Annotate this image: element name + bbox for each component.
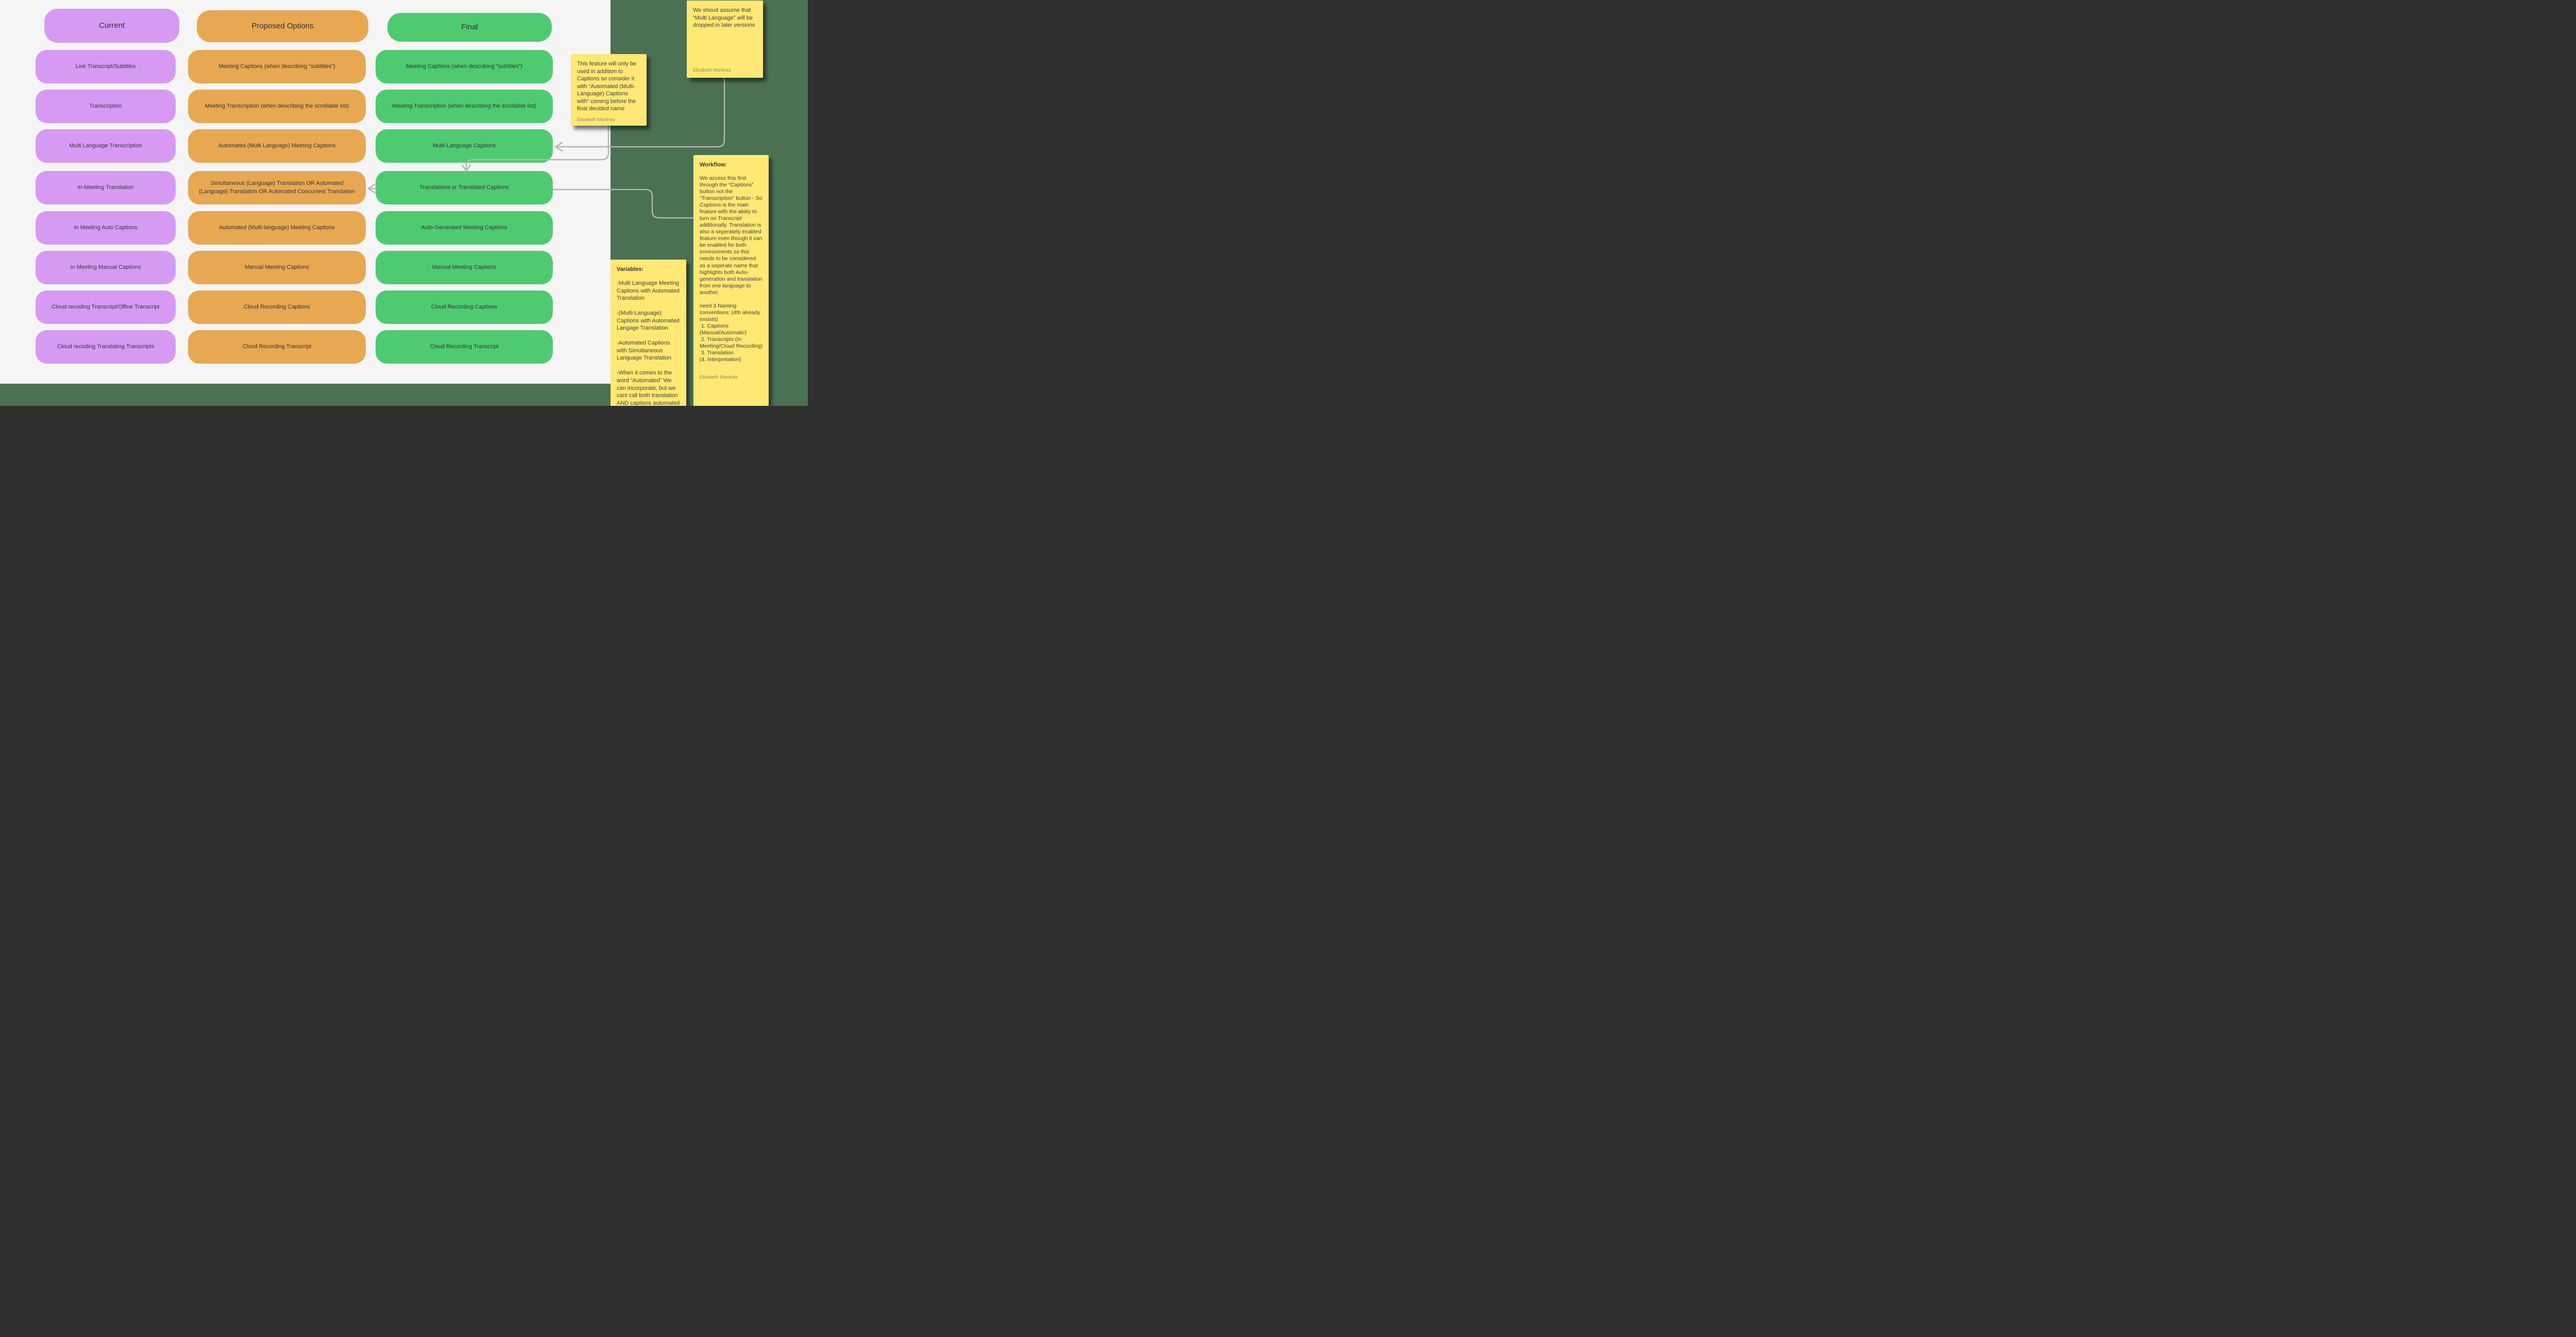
column-header-current-label: Current xyxy=(98,21,125,30)
pill-final-row7[interactable]: Cloud Recording Captions xyxy=(376,290,553,324)
pill-current-row4-label: In-Meeting Translation xyxy=(77,184,134,191)
pill-final-row8-label: Cloud Recording Transcript xyxy=(430,343,499,350)
pill-final-row1-label: Meeting Captions (when describing “subti… xyxy=(405,63,523,70)
pill-proposed-options-row1-label: Meeting Captions (when describing “subti… xyxy=(218,63,335,70)
pill-proposed-options-row5-label: Automated (Multi-language) Meeting Capti… xyxy=(219,224,335,231)
pill-proposed-options-row3-label: Automated (Multi Language) Meeting Capti… xyxy=(218,142,336,149)
pill-current-row5-label: In Meeting Auto Captions xyxy=(74,224,138,231)
sticky-note-author: Elizabeth Martinez xyxy=(693,67,732,73)
pill-current-row7-label: Cloud recoding Transcript/Offine Transcr… xyxy=(52,303,160,310)
pill-final-row3-label: Multi-Language Captions xyxy=(432,142,496,149)
column-header-proposed-options[interactable]: Proposed Options xyxy=(197,10,368,42)
column-header-final[interactable]: Final xyxy=(387,13,552,42)
pill-current-row8[interactable]: Cloud recoding Translating Transcripts xyxy=(36,330,176,364)
sticky-note-text: We access this first through the “Captio… xyxy=(700,175,762,363)
sticky-note-variables[interactable]: Variables: -Multi Language Meeting Capti… xyxy=(611,260,686,406)
sticky-note-text: -Multi Language Meeting Captions with Au… xyxy=(617,280,680,406)
pill-current-row8-label: Cloud recoding Translating Transcripts xyxy=(57,343,154,350)
pill-proposed-options-row8-label: Cloud Recording Transcript xyxy=(242,343,312,350)
pill-current-row7[interactable]: Cloud recoding Transcript/Offine Transcr… xyxy=(36,290,176,324)
sticky-note-title: Workflow: xyxy=(700,162,727,168)
pill-current-row2[interactable]: Transcription xyxy=(36,90,176,123)
sticky-note-author: Elizabeth Martinez xyxy=(577,116,616,122)
pill-final-row6-label: Manual Meeting Captions xyxy=(432,264,497,270)
pill-current-row4[interactable]: In-Meeting Translation xyxy=(36,171,176,204)
sticky-note-text: We shoud assume that “Multi Language” wi… xyxy=(693,7,755,29)
pill-final-row5-label: Auto-Generated Meeting Captions xyxy=(421,224,507,231)
pill-proposed-options-row8[interactable]: Cloud Recording Transcript xyxy=(188,330,366,364)
pill-final-row6[interactable]: Manual Meeting Captions xyxy=(376,251,553,284)
sticky-note-workflow[interactable]: Workflow: We access this first through t… xyxy=(693,155,769,406)
pill-proposed-options-row4[interactable]: Simultaneous (Language) Translation OR A… xyxy=(188,171,366,204)
pill-final-row4-label: Translations or Translated Captions xyxy=(419,184,509,191)
pill-final-row4[interactable]: Translations or Translated Captions xyxy=(376,171,553,204)
column-header-final-label: Final xyxy=(461,23,478,32)
sticky-note-feature-addition[interactable]: This feature will only be used in additi… xyxy=(571,54,647,126)
pill-proposed-options-row7[interactable]: Cloud Recording Captions xyxy=(188,290,366,324)
pill-final-row1[interactable]: Meeting Captions (when describing “subti… xyxy=(376,50,553,83)
pill-current-row5[interactable]: In Meeting Auto Captions xyxy=(36,211,176,245)
pill-final-row8[interactable]: Cloud Recording Transcript xyxy=(376,330,553,364)
pill-current-row2-label: Transcription xyxy=(89,102,122,109)
pill-current-row3-label: Multi Language Transcription xyxy=(69,142,142,149)
sticky-note-multilanguage-dropped[interactable]: We shoud assume that “Multi Language” wi… xyxy=(687,1,763,78)
pill-proposed-options-row2[interactable]: Meeting Transcription (when describing t… xyxy=(188,90,366,123)
pill-proposed-options-row3[interactable]: Automated (Multi Language) Meeting Capti… xyxy=(188,129,366,163)
sticky-note-text: This feature will only be used in additi… xyxy=(577,61,638,112)
pill-proposed-options-row2-label: Meeting Transcription (when describing t… xyxy=(205,102,349,109)
pill-final-row7-label: Cloud Recording Captions xyxy=(431,303,498,310)
pill-final-row3[interactable]: Multi-Language Captions xyxy=(376,129,553,163)
pill-proposed-options-row4-label: Simultaneous (Language) Translation OR A… xyxy=(199,180,355,195)
pill-final-row5[interactable]: Auto-Generated Meeting Captions xyxy=(376,211,553,245)
sticky-note-author: Elizabeth Martinez xyxy=(700,374,738,380)
column-header-proposed-options-label: Proposed Options xyxy=(251,22,314,31)
pill-current-row1[interactable]: Live Transcript/Subtitles xyxy=(36,50,176,83)
pill-proposed-options-row6-label: Manual Meeting Captions xyxy=(245,264,309,270)
column-header-current[interactable]: Current xyxy=(44,9,179,43)
pill-current-row3[interactable]: Multi Language Transcription xyxy=(36,129,176,163)
pill-current-row1-label: Live Transcript/Subtitles xyxy=(75,63,136,70)
pill-current-row6-label: In Meeting Manual Captions xyxy=(70,264,141,270)
sticky-note-title: Variables: xyxy=(617,266,643,272)
pill-final-row2-label: Meeting Transcription (when describing t… xyxy=(392,102,536,109)
pill-current-row6[interactable]: In Meeting Manual Captions xyxy=(36,251,176,284)
pill-proposed-options-row6[interactable]: Manual Meeting Captions xyxy=(188,251,366,284)
pill-proposed-options-row1[interactable]: Meeting Captions (when describing “subti… xyxy=(188,50,366,83)
pill-proposed-options-row5[interactable]: Automated (Multi-language) Meeting Capti… xyxy=(188,211,366,245)
pill-proposed-options-row7-label: Cloud Recording Captions xyxy=(244,303,310,310)
pill-final-row2[interactable]: Meeting Transcription (when describing t… xyxy=(376,90,553,123)
